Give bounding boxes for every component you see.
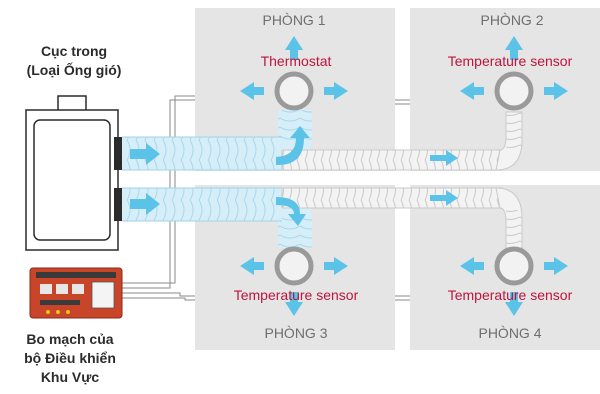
room-1-sensor-label: Thermostat — [261, 53, 332, 69]
room-4-title: PHÒNG 4 — [478, 325, 541, 341]
controller-label-line3: Khu Vực — [0, 368, 140, 387]
indoor-unit — [26, 96, 122, 250]
controller-label-line1: Bo mạch của — [0, 330, 140, 349]
room-4-sensor-label: Temperature sensor — [448, 287, 573, 303]
room-2-sensor-label: Temperature sensor — [448, 53, 573, 69]
controller-label: Bo mạch của bộ Điều khiển Khu Vực — [0, 330, 140, 387]
room-2-title: PHÒNG 2 — [480, 12, 543, 28]
indoor-unit-label: Cục trong (Loại Ống gió) — [4, 42, 144, 80]
controller-label-line2: bộ Điều khiển — [0, 349, 140, 368]
indoor-unit-label-line1: Cục trong — [4, 42, 144, 61]
room-3-sensor-label: Temperature sensor — [234, 287, 359, 303]
room-1-title: PHÒNG 1 — [262, 12, 325, 28]
room-3-title: PHÒNG 3 — [264, 325, 327, 341]
zone-controller-board — [30, 268, 122, 318]
indoor-unit-label-line2: (Loại Ống gió) — [4, 61, 144, 80]
